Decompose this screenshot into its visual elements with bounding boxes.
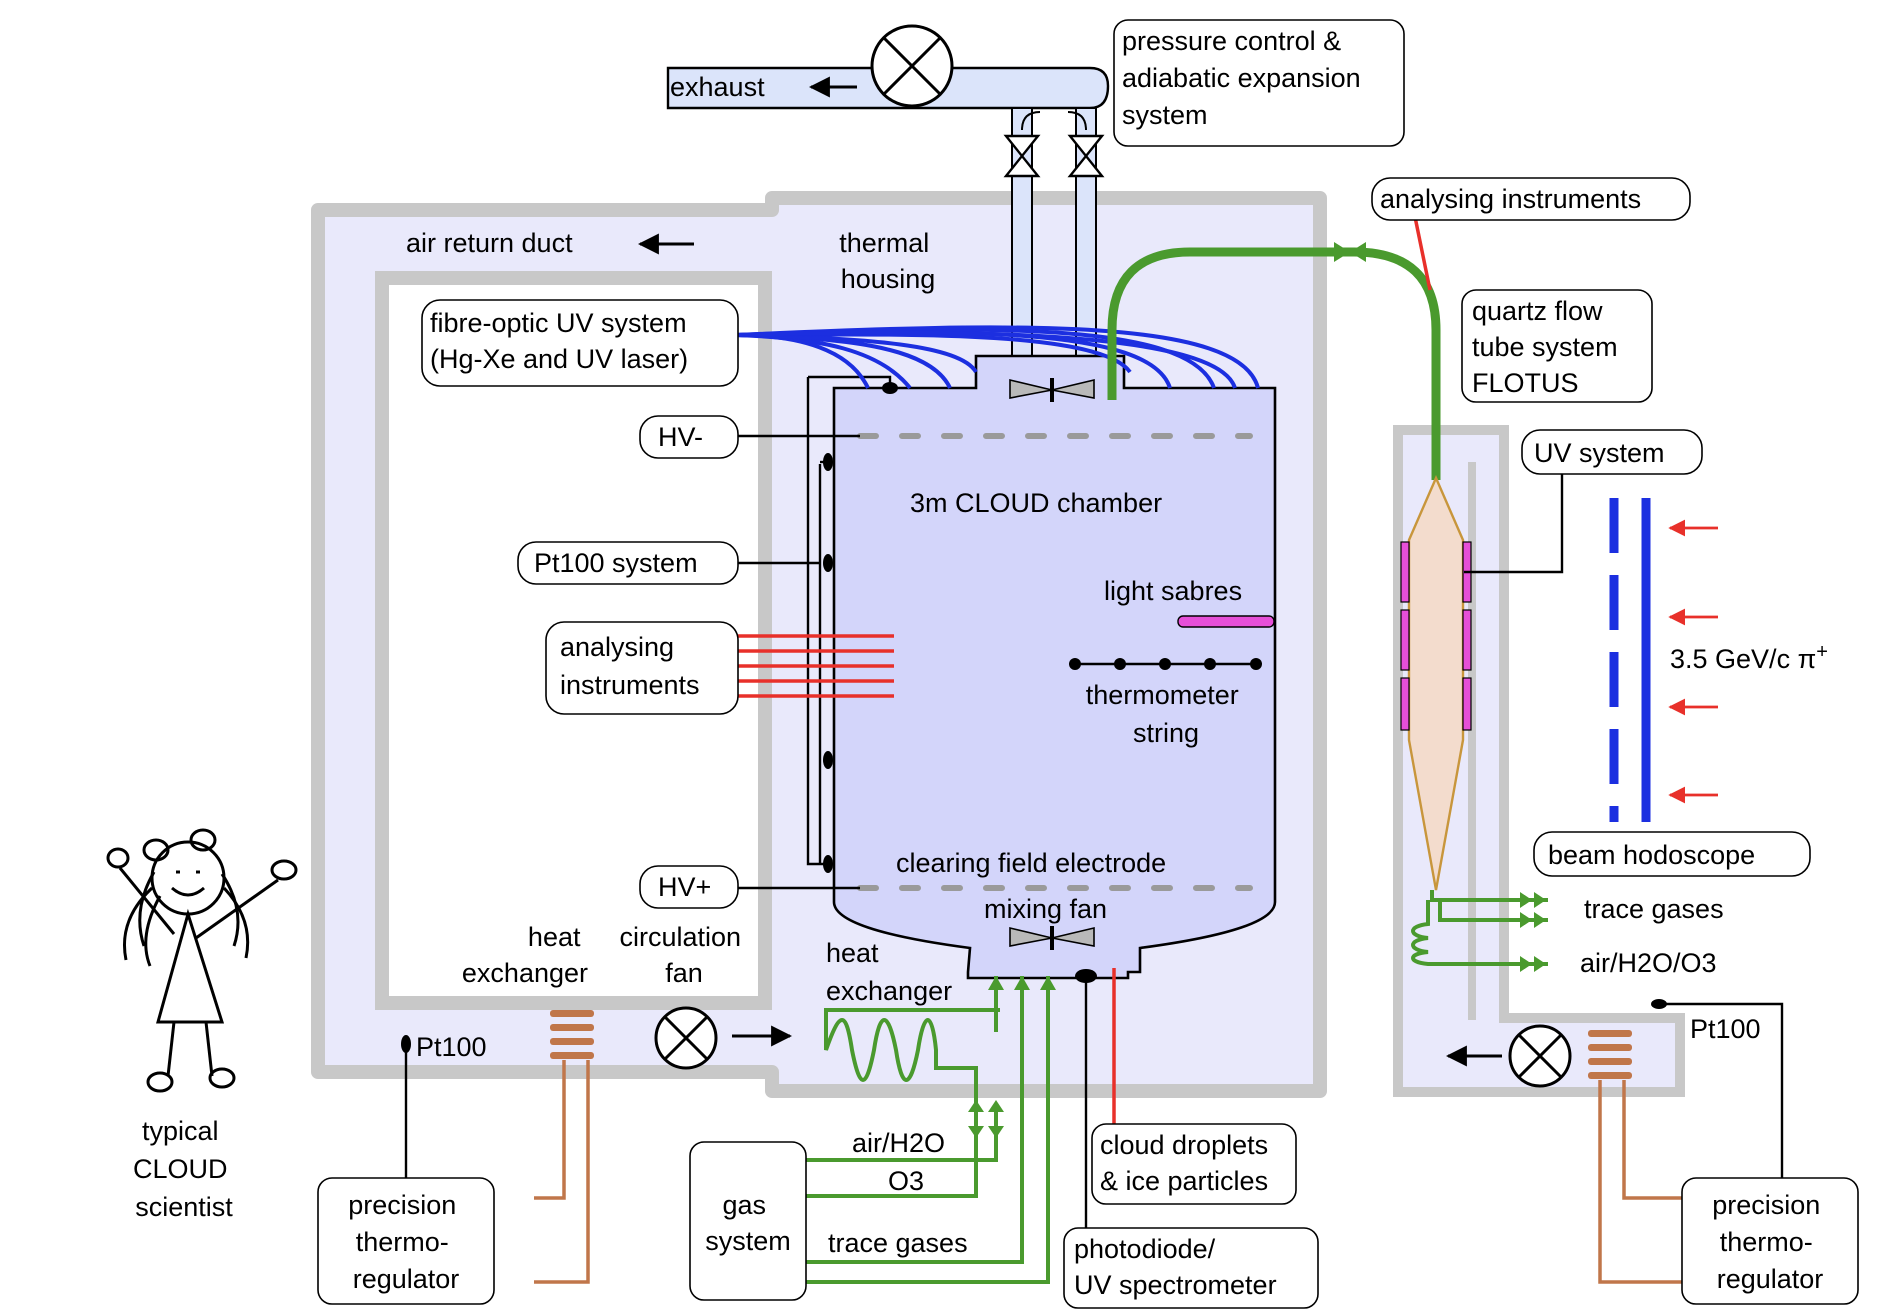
- pressure-control-box: [1113, 19, 1405, 147]
- flotus-inlet-lines: [1411, 890, 1548, 972]
- quartz-flow-tube: [1407, 474, 1465, 891]
- valve-icon-left: [1003, 134, 1041, 178]
- exhaust-pump-icon: [870, 24, 954, 108]
- stick-figure-icon: [106, 828, 298, 1093]
- flotus-fan-icon: [1445, 1024, 1572, 1088]
- beam-energy-label: 3.5 GeV/c π+: [1670, 641, 1828, 674]
- heat-exchanger-left-icon: [534, 1010, 594, 1284]
- analysing-instruments-top-label: analysing instruments: [1380, 184, 1641, 214]
- air-h2o-o3-label: air/H2O/O3: [1580, 948, 1717, 978]
- beam-hodoscope-box: [1533, 831, 1811, 877]
- gas-system-label: gas system: [705, 1190, 791, 1256]
- thermometer-string-label: thermometer string: [1086, 680, 1247, 748]
- analysing-instruments-left-label: analysing instruments: [560, 632, 700, 700]
- photodiode-box: [1063, 1227, 1319, 1309]
- thermoregulator-right-label: precision thermo- regulator: [1712, 1190, 1828, 1294]
- hv-minus-box: [639, 415, 739, 459]
- top-fan-icon: [1009, 378, 1095, 402]
- scientist-label: typical CLOUD scientist: [133, 1116, 235, 1222]
- air-return-duct-label: air return duct: [406, 228, 573, 258]
- uv-fibres: [735, 325, 1260, 390]
- o3-label: O3: [888, 1166, 924, 1196]
- thermoregulator-right-box: [1681, 1177, 1859, 1305]
- leader-wires: [401, 434, 1784, 1230]
- trace-gases-right-label: trace gases: [1584, 894, 1724, 924]
- circulation-fan-label: circulation fan: [619, 922, 748, 988]
- pt100-left-label: Pt100: [416, 1032, 487, 1062]
- thermal-housing-label: thermal housing: [839, 228, 937, 294]
- thermoregulator-left-label: precision thermo- regulator: [348, 1190, 464, 1294]
- beam-arrows: [1668, 519, 1718, 804]
- mixing-fan-label: mixing fan: [984, 894, 1107, 924]
- chamber-label: 3m CLOUD chamber: [910, 488, 1162, 518]
- cloud-droplets-box: [1091, 1123, 1297, 1205]
- mixing-fan-icon: [1009, 926, 1095, 950]
- uv-system-box: [1521, 429, 1703, 475]
- fibre-optic-label: fibre-optic UV system (Hg-Xe and UV lase…: [430, 308, 694, 374]
- pt100-system-label: Pt100 system: [534, 548, 698, 578]
- analysing-instruments-top-box: [1371, 177, 1691, 221]
- thermometer-string: [1069, 658, 1262, 670]
- photodiode-label: photodiode/ UV spectrometer: [1074, 1234, 1277, 1300]
- hv-plus-box: [639, 865, 739, 909]
- hv-plus-label: HV+: [658, 872, 711, 902]
- quartz-box: [1461, 289, 1653, 403]
- uv-system-label: UV system: [1534, 438, 1665, 468]
- heat-exchanger-right-icon: [1588, 1030, 1690, 1284]
- pt100-right-label: Pt100: [1690, 1014, 1761, 1044]
- cloud-chamber: [832, 354, 1277, 980]
- sensor-cable-bus: [806, 375, 898, 873]
- hv-minus-label: HV-: [658, 422, 703, 452]
- valve-icon-right: [1067, 134, 1105, 178]
- fibre-optic-box: [421, 299, 739, 387]
- cloud-droplets-label: cloud droplets & ice particles: [1100, 1130, 1276, 1196]
- light-sabre: [1177, 615, 1275, 628]
- gas-system-box: [689, 1141, 807, 1301]
- analysing-instruments-left-box: [545, 621, 739, 715]
- circulation-fan-icon: [654, 1006, 793, 1070]
- exhaust-label: exhaust: [670, 72, 765, 102]
- analysing-instrument-lines: [738, 211, 1432, 1128]
- bottom-gas-lines: [805, 976, 1056, 1284]
- pressure-control-label: pressure control & adiabatic expansion s…: [1122, 26, 1368, 130]
- clearing-field-label: clearing field electrode: [896, 848, 1166, 878]
- pt100-system-box: [517, 541, 739, 585]
- air-h2o-label: air/H2O: [852, 1128, 945, 1158]
- light-sabres-label: light sabres: [1104, 576, 1242, 606]
- heat-exchanger-left-label: heat exchanger: [462, 922, 588, 988]
- heat-exchanger-mid-label: heat exchanger: [826, 938, 952, 1006]
- flotus-gas-line: [1107, 242, 1441, 480]
- beam-hodoscope-label: beam hodoscope: [1548, 840, 1755, 870]
- beam-hodoscope-icon: [1609, 498, 1651, 822]
- quartz-label: quartz flow tube system FLOTUS: [1472, 296, 1625, 398]
- thermoregulator-left-box: [317, 1177, 495, 1305]
- trace-gases-bottom-label: trace gases: [828, 1228, 968, 1258]
